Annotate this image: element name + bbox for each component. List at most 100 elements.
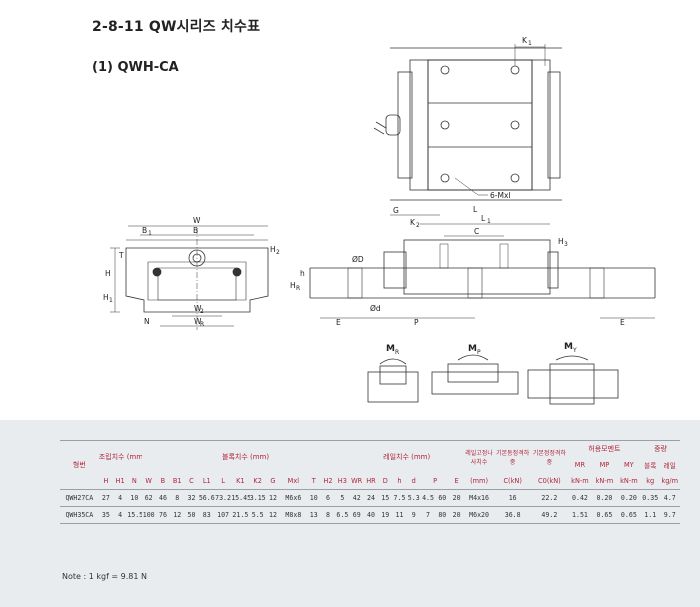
col-mr-unit: kN-m [571,477,589,485]
col-h1: H1 [115,477,125,485]
col-d-cap: D [382,477,388,485]
col-d: d [411,477,416,485]
label-h3-sub: 3 [564,241,568,248]
col-w: W [145,477,152,485]
cell: M6x6 [280,489,307,507]
label-phi-d-cap: ØD [352,255,364,264]
spec-table: 형번 조립치수 (mm) 블록치수 (mm) 레일치수 (mm) 레일고정나사치… [60,440,680,524]
cell: 6 [320,489,336,507]
cell: 35 [98,506,113,524]
model-header: 형번 [60,440,99,490]
col-mxl: Mxl [287,477,300,485]
model-cell: QWH27CA [60,489,99,507]
label-n: N [144,317,150,326]
label-mp-sub: P [477,349,481,356]
cell: 8 [170,489,185,507]
cell: 1.51 [567,506,593,524]
moment-my-symbol: MY [623,461,634,469]
cell: 12 [170,506,185,524]
label-k2-sub: 2 [416,222,420,229]
weight-header: 중량 [641,440,680,457]
cell: 9.7 [659,506,680,524]
cell: 5.5 [249,506,266,524]
cell: 16 [494,489,532,507]
cell: 24 [363,489,379,507]
label-h2: H [270,245,276,254]
label-w2: W [194,304,202,313]
col-h2: H2 [323,477,333,485]
moment-header: 허용모멘트 [567,440,642,457]
cell: 100 [141,506,156,524]
label-h2-sub: 2 [276,249,280,256]
side-view [309,214,656,319]
label-my-sub: Y [572,347,577,354]
col-p: P [433,477,438,485]
cell: 3.15 [249,489,266,507]
cell: 11 [392,506,407,524]
label-b1: B [142,226,147,235]
cell: 22.2 [531,489,568,507]
col-l: L [221,477,225,485]
col-wr: WR [351,477,363,485]
top-view [373,44,562,201]
label-l: L [473,205,478,214]
technical-drawing: K 1 6-Mxl W B B 1 T H H 1 H 2 W 2 W R N … [103,36,656,405]
col-k1: K1 [236,477,245,485]
static-load-header: 기본정정격하중 [531,440,568,473]
cell: 56.6 [198,489,215,507]
col-c0-kn: C0(kN) [538,477,561,485]
front-view [110,225,269,330]
cell: 107 [214,506,232,524]
cell: 1.1 [641,506,660,524]
cell: 10 [306,489,321,507]
cell: 83 [198,506,215,524]
cell: 32 [184,489,199,507]
col-c: C [189,477,194,485]
cell: 40 [363,506,379,524]
col-hr: HR [366,477,376,485]
cell: 0.20 [592,489,617,507]
cell: 80 [435,506,450,524]
cell: 8 [320,506,336,524]
cell: 19 [378,506,393,524]
col-c-kn: C(kN) [503,477,522,485]
rail-bolt-header: 레일고정나사치수 [463,440,495,473]
label-h3: H [558,237,564,246]
cell: 73.2 [214,489,232,507]
assembly-header: 조립치수 (mm) [98,440,142,473]
label-h1: H [103,293,109,302]
label-l1: L [481,214,486,223]
cell: 21.5 [231,506,250,524]
sub-header-row: H H1 N W B B1 C L1 L K1 K2 G Mxl T H2 H3… [60,473,680,490]
col-bolt-unit: (mm) [470,477,489,485]
col-h: H [103,477,109,485]
weight-rail-label: 레일 [663,462,676,470]
label-mr-sub: R [395,349,399,356]
label-hr-sub: R [296,285,300,292]
label-b: B [193,226,198,235]
col-t: T [311,477,316,485]
cell: 4.5 [420,489,436,507]
col-l1: L1 [202,477,211,485]
table-row: QWH27CA 27 4 10 62 46 8 32 56.6 73.2 15.… [60,489,680,507]
label-e2: E [620,318,625,327]
cell: 4 [112,506,128,524]
cell: M4x16 [463,489,495,507]
col-e: E [454,477,459,485]
col-k2: K2 [253,477,262,485]
model-cell: QWH35CA [60,506,99,524]
cell: 12 [265,489,281,507]
col-n: N [131,477,137,485]
label-h-small: h [300,269,305,278]
label-k2: K [410,218,416,227]
cell: 46 [155,489,171,507]
label-wr-sub: R [200,321,204,328]
label-b1-sub: 1 [148,230,152,237]
label-hr: H [290,281,296,290]
col-my-unit: kN-m [620,477,638,485]
cell: 0.20 [616,489,642,507]
cell: 15 [378,489,393,507]
cell: 12 [265,506,281,524]
col-g: G [270,477,276,485]
cell: 0.35 [641,489,660,507]
